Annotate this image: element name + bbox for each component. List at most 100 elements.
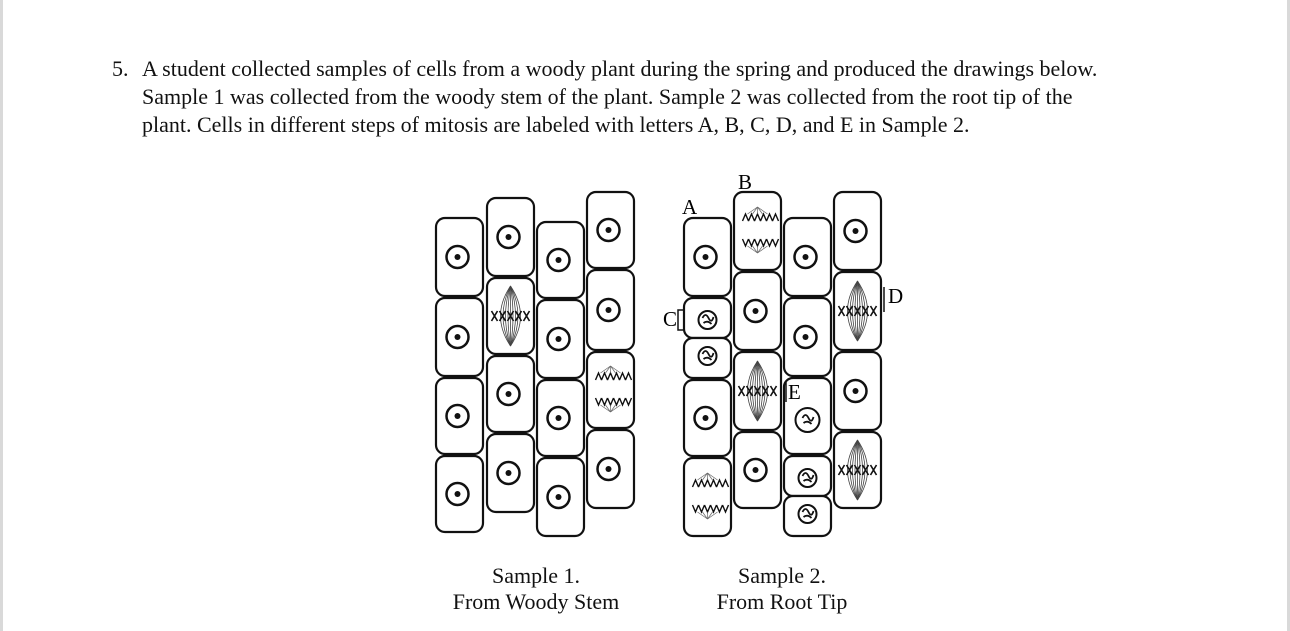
spindle-fiber	[500, 285, 511, 347]
condensed-nucleus-icon	[797, 504, 818, 524]
spindle-fiber	[847, 280, 858, 342]
spindle-fiber	[757, 206, 768, 215]
chromosome-x	[845, 305, 854, 317]
spindle-fiber	[510, 285, 514, 347]
chromosome-x	[522, 310, 531, 322]
spindle-fiber	[747, 245, 758, 254]
spindle-fiber	[600, 404, 611, 413]
condensed-nucleus-icon	[797, 468, 818, 488]
condensed-nucleus-icon	[697, 346, 718, 366]
spindle-fiber	[510, 285, 516, 347]
spindle-fiber	[757, 360, 763, 422]
bracket-c	[677, 309, 683, 331]
question-line-3: plant. Cells in different steps of mitos…	[142, 112, 970, 137]
spindle-fiber	[702, 472, 708, 481]
nucleolus-icon	[605, 227, 612, 233]
label-a: A	[682, 195, 698, 219]
question-text: A student collected samples of cells fro…	[142, 55, 1202, 139]
spindle-fiber	[707, 472, 713, 481]
chromosome-x	[869, 305, 878, 317]
spindle-fiber	[707, 472, 718, 481]
page-border-right	[1287, 0, 1290, 631]
spindle-fiber	[854, 280, 858, 342]
spindle-fiber	[610, 404, 616, 413]
label-d: D	[888, 284, 903, 308]
spindle-fiber	[707, 511, 713, 520]
chromatin	[801, 508, 815, 519]
spindle-fiber	[757, 245, 768, 254]
chromosome-x	[869, 464, 878, 476]
caption-sample-1-title: Sample 1.	[492, 563, 580, 588]
caption-sample-1-subtitle: From Woody Stem	[452, 589, 620, 614]
spindle-fiber	[857, 280, 861, 342]
spindle-fiber	[757, 360, 768, 422]
chromosome-x	[837, 305, 846, 317]
spindle-fiber	[752, 245, 758, 254]
nucleolus-icon	[555, 257, 562, 263]
nucleolus-icon	[702, 415, 709, 421]
chromosome-x	[506, 310, 515, 322]
chromatin	[801, 472, 815, 483]
chromosome-x	[761, 385, 770, 397]
spindle-fiber	[752, 206, 758, 215]
plant-cell-anaphase	[585, 350, 636, 430]
nucleolus-icon	[802, 334, 809, 340]
condensed-nucleus-icon	[697, 310, 718, 330]
chromosome-x	[837, 464, 846, 476]
chromatin	[701, 350, 715, 361]
chromosome-x	[490, 310, 499, 322]
label-b: B	[738, 170, 752, 194]
chromosome-x	[853, 464, 862, 476]
spindle-fiber	[707, 511, 718, 520]
chromosome-x	[861, 305, 870, 317]
nucleolus-icon	[505, 470, 512, 476]
nucleolus-icon	[605, 466, 612, 472]
nucleolus-icon	[454, 334, 461, 340]
spindle-fiber	[510, 285, 521, 347]
spindle-fiber	[747, 360, 758, 422]
label-e: E	[788, 380, 801, 404]
chromosome-x	[769, 385, 778, 397]
nucleolus-icon	[555, 336, 562, 342]
nucleolus-icon	[802, 254, 809, 260]
nucleolus-icon	[852, 388, 859, 394]
label-c: C	[663, 307, 677, 331]
spindle-fiber	[600, 365, 611, 374]
chromosome-x	[753, 385, 762, 397]
spindle-fiber	[857, 280, 863, 342]
spindle-fiber	[857, 439, 861, 501]
nucleolus-icon	[555, 494, 562, 500]
spindle-fiber	[702, 511, 708, 520]
spindle-fiber	[605, 404, 611, 413]
question-line-1: A student collected samples of cells fro…	[142, 56, 1098, 81]
caption-sample-2: Sample 2. From Root Tip	[662, 563, 902, 615]
chromosome-x	[845, 464, 854, 476]
spindle-fiber	[757, 206, 763, 215]
chromosome-x	[861, 464, 870, 476]
chromosome-x	[498, 310, 507, 322]
spindle-fiber	[757, 245, 763, 254]
question-number: 5.	[112, 56, 129, 81]
spindle-fiber	[610, 404, 621, 413]
spindle-fiber	[610, 365, 616, 374]
nucleolus-icon	[454, 254, 461, 260]
nucleolus-icon	[454, 413, 461, 419]
chromosome-x	[514, 310, 523, 322]
nucleolus-icon	[702, 254, 709, 260]
nucleolus-icon	[555, 415, 562, 421]
spindle-fiber	[857, 280, 868, 342]
nucleolus-icon	[852, 228, 859, 234]
spindle-fiber	[507, 285, 511, 347]
page-border-left	[0, 0, 3, 631]
spindle-fiber	[854, 439, 858, 501]
spindle-fiber	[505, 285, 511, 347]
nucleolus-icon	[505, 391, 512, 397]
spindle-fiber	[754, 360, 758, 422]
spindle-fiber	[852, 439, 858, 501]
caption-sample-2-subtitle: From Root Tip	[716, 589, 848, 614]
spindle-fiber	[697, 511, 708, 520]
plant-cell-anaphase	[682, 456, 733, 538]
spindle-fiber	[605, 365, 611, 374]
plant-cell-anaphase	[732, 190, 783, 272]
